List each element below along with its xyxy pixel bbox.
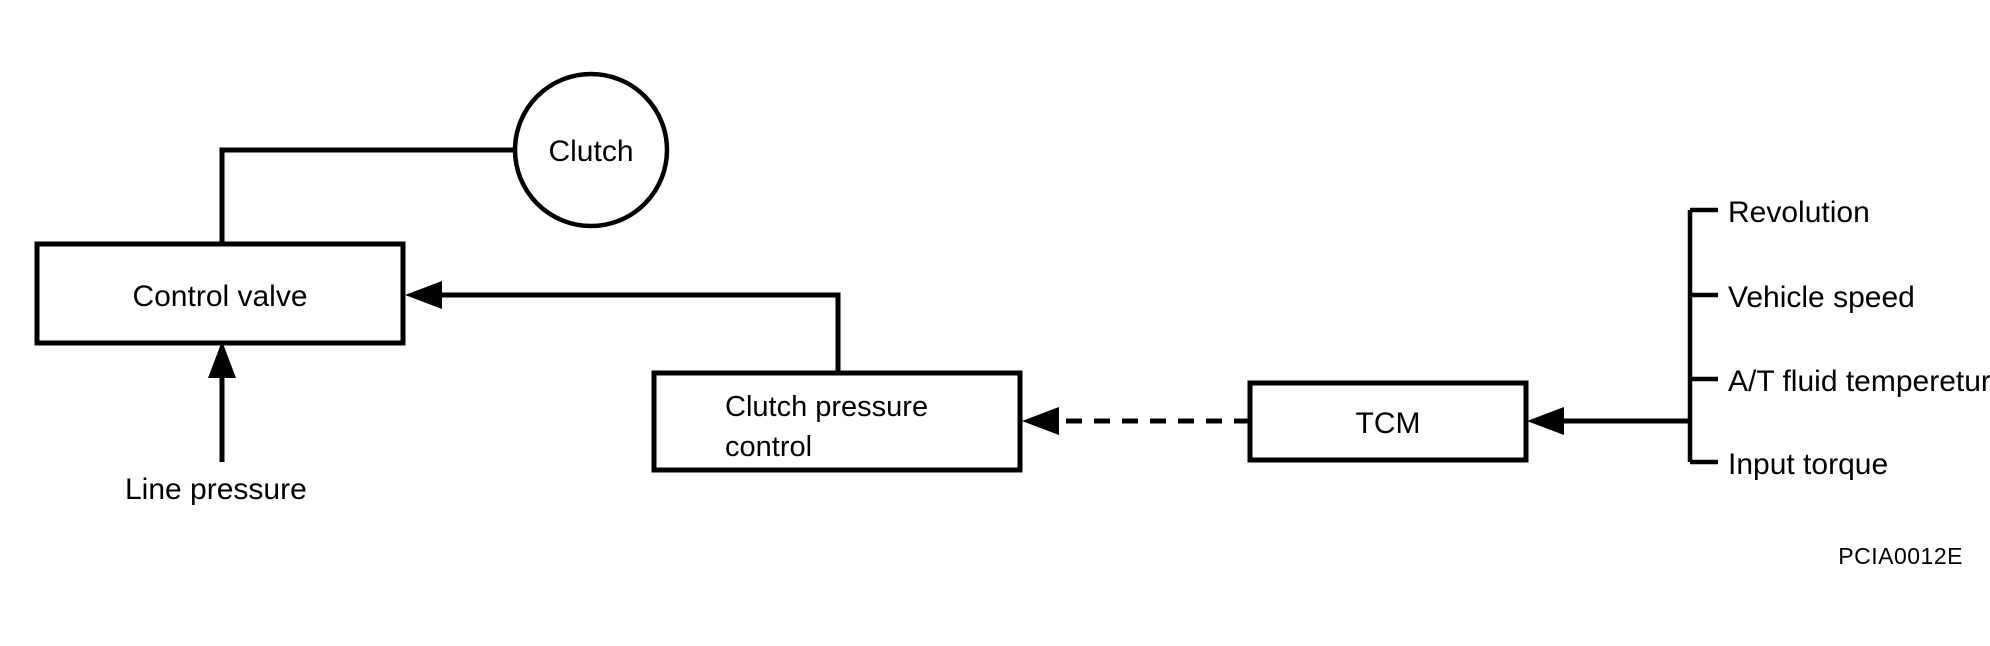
connector-line-feedback <box>432 292 841 373</box>
clutch-label: Clutch <box>548 135 633 168</box>
arrowhead-left-control-valve <box>405 281 442 309</box>
arrowhead-up-line-pressure <box>208 341 236 378</box>
connector-clutch-pressure-control-to-control-valve <box>405 281 841 373</box>
sensor-input-bracket <box>1687 207 1718 465</box>
tcm-label: TCM <box>1356 407 1421 440</box>
connector-line-clutch <box>219 147 516 244</box>
connector-tcm-to-clutch-pressure-control <box>1022 407 1250 435</box>
connector-line-pressure-to-control-valve <box>208 341 236 462</box>
sensor-label-vehicle-speed: Vehicle speed <box>1728 281 1915 314</box>
connector-sensors-to-tcm <box>1527 407 1690 435</box>
sensor-label-input-torque: Input torque <box>1728 448 1888 481</box>
tcm-box[interactable] <box>1247 380 1529 463</box>
arrowhead-left-clutch-pressure-control <box>1022 407 1059 435</box>
clutch-pressure-control-box[interactable] <box>651 370 1023 473</box>
connector-control-valve-to-clutch <box>219 147 516 244</box>
sensor-label-revolution: Revolution <box>1728 196 1870 229</box>
sensor-label-at-fluid-temperature: A/T fluid tempereture <box>1728 365 1990 398</box>
clutch-pressure-control-label-line2: control <box>725 431 812 463</box>
clutch-pressure-control-label-line1: Clutch pressure <box>725 391 928 423</box>
arrowhead-left-tcm <box>1527 407 1564 435</box>
clutch-circle[interactable] <box>512 71 670 229</box>
figure-code: PCIA0012E <box>1838 543 1963 569</box>
control-valve-label: Control valve <box>132 280 307 313</box>
node-tcm[interactable]: TCM <box>1247 380 1529 463</box>
node-clutch[interactable]: Clutch <box>512 71 670 229</box>
line-pressure-label: Line pressure <box>125 473 307 506</box>
node-control-valve[interactable]: Control valve <box>34 241 406 346</box>
control-valve-box[interactable] <box>34 241 406 346</box>
node-clutch-pressure-control[interactable]: Clutch pressure control <box>651 370 1023 473</box>
